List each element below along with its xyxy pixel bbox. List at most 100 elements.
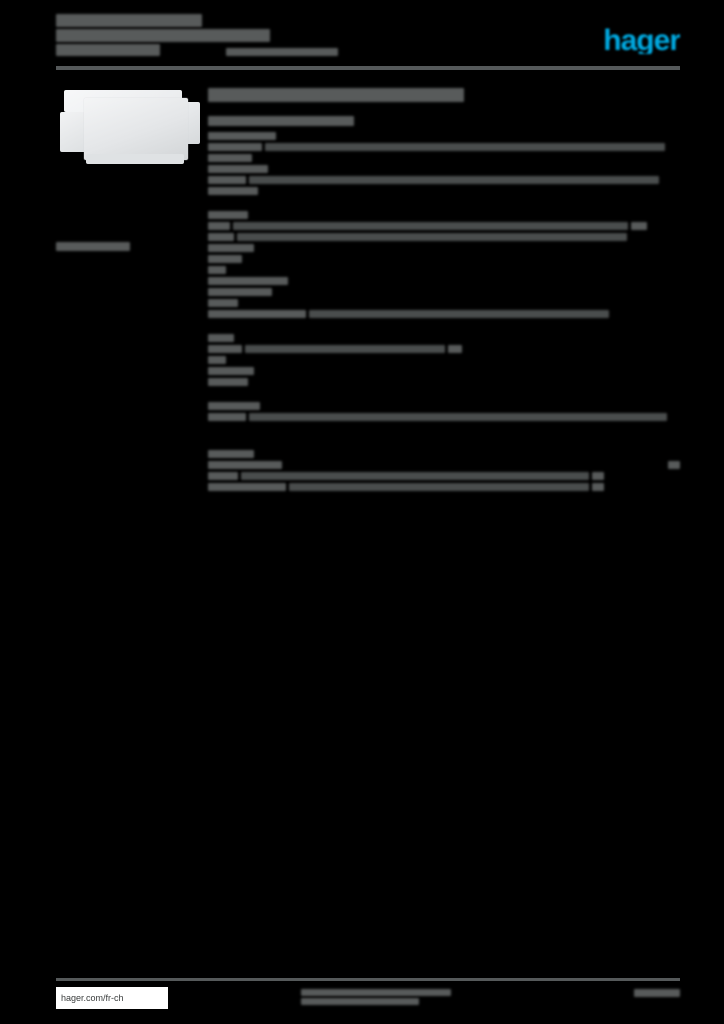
spec-leader — [237, 334, 677, 342]
table-row — [208, 232, 680, 243]
spec-label — [208, 165, 268, 173]
spec-label — [208, 483, 286, 491]
spec-label — [208, 461, 282, 469]
footer-center-line-2 — [301, 998, 419, 1005]
subsection-title-text — [208, 116, 354, 126]
spec-leader — [233, 222, 628, 230]
spec-label — [208, 378, 248, 386]
page-number-text — [634, 989, 680, 997]
table-row — [208, 210, 680, 221]
table-row — [208, 471, 680, 482]
spec-leader — [249, 413, 667, 421]
spec-leader — [271, 165, 677, 173]
page-header: hager — [56, 14, 680, 70]
spec-label — [208, 356, 226, 364]
spec-leader — [245, 255, 677, 263]
left-column — [56, 84, 200, 251]
spec-groups — [208, 131, 680, 493]
spec-label — [208, 187, 258, 195]
spec-leader — [257, 450, 677, 458]
spec-leader — [309, 310, 609, 318]
sidebar-label-text — [56, 242, 130, 251]
page-footer: hager.com/fr-ch — [56, 978, 680, 1012]
spec-group-spacer — [208, 423, 680, 449]
spec-label — [208, 255, 242, 263]
spec-label — [208, 299, 238, 307]
subtitle-line — [226, 48, 338, 56]
table-row — [208, 344, 680, 355]
table-row — [208, 333, 680, 344]
title-line-3 — [56, 44, 160, 56]
section-title-text — [208, 88, 464, 102]
spec-label — [208, 132, 276, 140]
table-row — [208, 298, 680, 309]
spec-label — [208, 244, 254, 252]
spec-label — [208, 266, 226, 274]
spec-label — [208, 233, 234, 241]
table-row — [208, 287, 680, 298]
subsection-title — [208, 116, 356, 126]
spec-leader — [261, 187, 677, 195]
spec-label — [208, 143, 262, 151]
spec-group — [208, 210, 680, 320]
header-divider — [56, 66, 680, 70]
table-row — [208, 449, 680, 460]
table-row — [208, 482, 680, 493]
spec-label — [208, 472, 238, 480]
table-row — [208, 221, 680, 232]
spec-value — [448, 345, 462, 353]
table-row — [208, 153, 680, 164]
table-row — [208, 175, 680, 186]
sidebar-label — [56, 242, 132, 251]
spec-group — [208, 131, 680, 197]
spec-value — [631, 222, 647, 230]
spec-label — [208, 154, 252, 162]
table-row — [208, 377, 680, 388]
spec-label — [208, 334, 234, 342]
product-image-base — [86, 154, 184, 164]
spec-leader — [237, 233, 627, 241]
spec-leader — [255, 154, 677, 162]
spec-leader — [249, 176, 659, 184]
table-row — [208, 186, 680, 197]
spec-leader — [291, 277, 677, 285]
page-title — [56, 14, 288, 56]
spec-label — [208, 277, 288, 285]
table-row — [208, 460, 680, 471]
spec-leader — [285, 461, 665, 469]
footer-url[interactable]: hager.com/fr-ch — [56, 987, 168, 1009]
spec-label — [208, 345, 242, 353]
table-row — [208, 355, 680, 366]
table-row — [208, 265, 680, 276]
footer-url-text: hager.com/fr-ch — [61, 993, 124, 1003]
spec-leader — [263, 402, 677, 410]
footer-center-text — [301, 989, 461, 1005]
section-title — [208, 88, 466, 102]
footer-divider — [56, 978, 680, 981]
table-row — [208, 276, 680, 287]
table-row — [208, 412, 680, 423]
spec-leader — [229, 356, 677, 364]
spec-group — [208, 449, 680, 493]
table-row — [208, 254, 680, 265]
product-image-front-face — [84, 98, 188, 160]
table-row — [208, 309, 680, 320]
table-row — [208, 401, 680, 412]
product-image — [56, 84, 204, 170]
spec-leader — [241, 299, 677, 307]
spec-leader — [289, 483, 589, 491]
table-row — [208, 164, 680, 175]
spec-group-spacer — [208, 388, 680, 401]
page-subtitle — [226, 48, 346, 57]
spec-leader — [257, 367, 677, 375]
spec-value — [592, 483, 604, 491]
spec-value — [592, 472, 604, 480]
spec-label — [208, 176, 246, 184]
hager-logo: hager — [603, 28, 680, 54]
spec-label — [208, 310, 306, 318]
spec-leader — [251, 211, 677, 219]
specifications-panel — [208, 88, 680, 493]
table-row — [208, 243, 680, 254]
page-number — [626, 989, 680, 1005]
table-row — [208, 142, 680, 153]
